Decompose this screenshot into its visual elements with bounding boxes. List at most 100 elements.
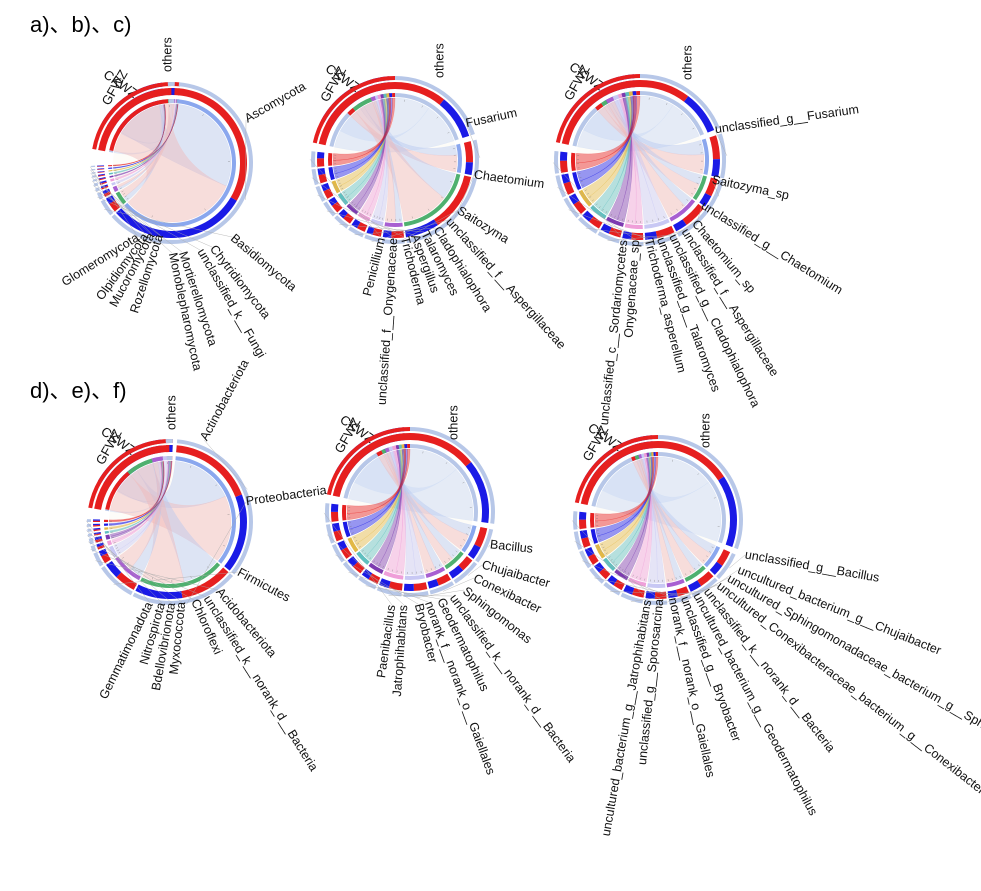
taxon-arc-ck-Conexibacter [427,579,439,589]
taxon-label-Fusarium: Fusarium [464,106,518,131]
taxon-arc-gf-Trichoderma_asperellum [573,200,587,215]
axis-tick [666,103,668,106]
axis-tick [619,566,621,569]
taxon-inner-arc-unclassified_c__Sordariomycetes [571,152,576,172]
taxon-outer-arc-Chujaibacter [453,561,478,584]
taxon-outer-arc-Gemmatimonadota [86,519,92,523]
sample-composition-GFWZ [655,452,658,457]
taxon-arc-ck-Ascomycota [116,197,237,238]
axis-tick [152,577,153,580]
taxon-arc-ck-unclassified_k__norank_d__Bacteria [379,578,391,589]
label-leader [714,129,728,156]
axis-tick [341,188,344,190]
taxon-arc-gf-unclassified_g__Bacillus [716,549,731,566]
taxon-arc-ck-unclassified_g__Bryobacter [594,562,605,573]
chord-background [333,98,457,222]
taxon-arc-gf-unclassified_g__Fusarium [709,135,720,160]
taxon-arc-gf-uncultured_bacterium_g__Chujaibacter [697,571,714,587]
taxon-label-Ascomycota: Ascomycota [242,79,308,125]
taxon-label-unclassified_k__norank_d__Bacteria: unclassified_k__norank_d__Bacteria [201,593,321,774]
taxon-outer-arc-Acidobacteriota [93,552,104,567]
label-leader [585,227,661,239]
taxon-label-Actinobacteriota: Actinobacteriota [197,357,251,443]
label-leader [90,549,207,598]
taxon-outer-arc-unclassified_g__Bacillus [716,552,736,580]
sample-composition-GFWZ [407,444,410,449]
taxon-outer-arc-Geodermatophilus [358,576,377,590]
axis-tick [448,557,450,560]
axis-tick [366,555,369,557]
taxon-inner-arc-unclassified_g__Bryobacter [602,557,616,571]
axis-tick [610,213,612,216]
sample-composition-GFWZ [625,91,630,97]
sample-composition-GFWZ [595,103,604,111]
taxon-arc-gf-unclassified_k__norank_d__Bacteria [97,544,105,550]
taxon-arc-gf-Fusarium [463,141,474,163]
label-leader [91,180,173,254]
taxon-arc-ck-uncultured_bacterium_g__Jatrophihabitans [579,511,587,520]
taxon-inner-arc-Talaromyces [346,203,359,215]
axis-tick [114,545,117,547]
axis-tick [685,573,687,576]
axis-tick [592,199,594,202]
taxon-inner-arc-unclassified_g__Sporosarcina [590,528,599,544]
taxon-arc-gf-norank_f__norank_o__Gaiellales [588,553,599,565]
taxon-inner-arc-Olpidiomycota [108,167,113,169]
taxon-arc-ck-Trichoderma_asperellum [568,193,580,205]
label-leader [711,179,720,197]
label-leader [335,554,419,605]
taxon-inner-arc-Saitozyma_sp [692,175,707,201]
taxon-inner-arc-Gemmatimonadota [104,519,109,523]
taxon-arc-ck-norank_f__norank_o__Gaiellales [584,546,595,557]
axis-tick [411,216,413,219]
taxon-inner-arc-uncultured_Sphingomonadaceae_bacterium_g__Sphingomonas [666,578,685,588]
taxon-outer-arc-unclassified_k__Fungi [95,187,100,192]
axis-tick [663,216,665,219]
sample-composition-GFWZ [389,93,393,98]
taxon-outer-arc-Myxococcota [87,533,93,537]
chord-charts: CKWZGFWZothersAscomycotaBasidiomycotaChy… [59,37,981,837]
taxon-outer-arc-norank_f__norank_o__Gaiellales [342,561,360,579]
sample-outer-arc-GFWZ [326,427,410,496]
taxon-inner-arc-Actinobacteriota [175,456,236,564]
taxon-label-others: others [680,45,694,80]
taxon-inner-arc-Fusarium [456,143,462,174]
axis-tick [447,132,450,134]
taxon-outer-arc-others [395,76,475,136]
taxon-inner-arc-Glomeromycota [108,165,113,167]
axis-tick [614,215,616,218]
taxon-outer-arc-Basidiomycota [100,199,114,216]
taxon-arc-ck-others [465,461,489,523]
label-leader [245,119,247,200]
taxon-arc-gf-unclassified_g__Chaetomium [682,203,704,226]
axis-tick [364,211,366,214]
axis-tick [579,177,582,178]
taxon-outer-arc-Conexibacter [429,581,455,595]
axis-tick [373,215,375,218]
axis-tick [599,539,602,541]
taxon-outer-arc-Fusarium [472,139,480,177]
sample-composition-GFWZ [628,91,633,96]
sample-composition-GFWZ [174,99,176,104]
axis-tick [449,181,452,183]
sample-arc-GFWZ [94,445,173,510]
taxon-arc-ck-Firmicutes [106,560,122,578]
taxon-arc-gf-others [410,433,472,467]
taxon-inner-arc-others [395,93,459,141]
axis-tick [124,195,127,198]
taxon-inner-arc-Onygenaceae_sp [572,171,582,191]
taxon-arc-gf-Bdellovibrionota [93,529,101,532]
label-leader [92,185,183,253]
axis-tick [444,561,446,563]
taxon-inner-arc-Chaetomium_sp [644,218,670,229]
taxon-outer-arc-Proteobacteria [132,573,234,605]
taxon-arc-ck-Chaetomium [405,219,438,238]
axis-tick [462,482,465,484]
axis-tick [346,196,349,198]
label-leader [631,229,685,247]
axis-tick [215,484,218,487]
taxon-label-others: others [164,395,178,430]
taxon-arc-gf-Acidobacteriota [101,553,111,564]
chord-ribbon-GFWZ-Glomeromycota [112,104,179,166]
